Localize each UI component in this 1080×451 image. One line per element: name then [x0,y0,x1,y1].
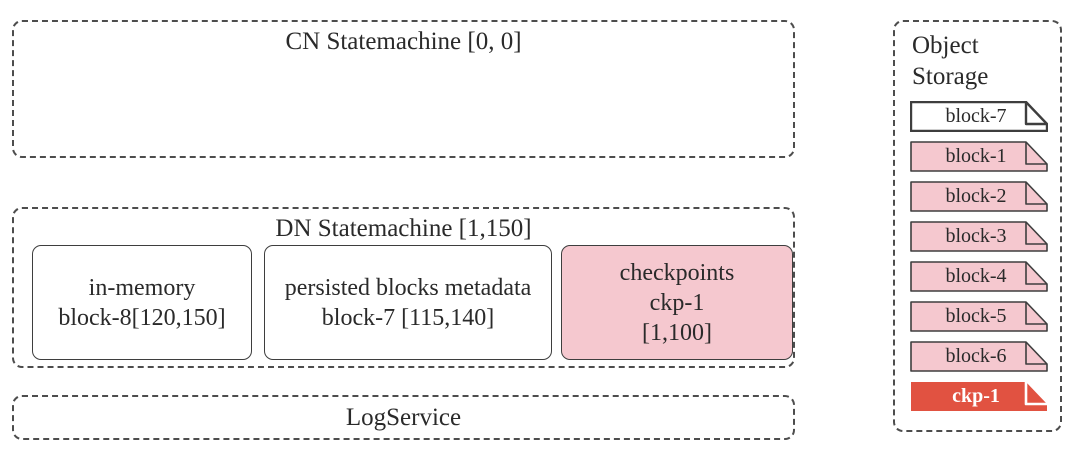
dn-statemachine-title: DN Statemachine [1,150] [275,215,532,242]
dn-statemachine-box: DN Statemachine [1,150] in-memory block-… [12,207,795,368]
document-shape-icon [911,382,1047,411]
storage-item-label: block-7 [945,105,1007,127]
object-storage-title-line1: Object [912,32,979,59]
document-shape-icon [910,101,1048,132]
storage-item-label: block-3 [945,225,1007,247]
document-shape-icon [910,221,1048,252]
storage-item-label: block-2 [945,185,1007,207]
log-service-title: LogService [345,403,462,431]
object-storage-item-list: block-7 block-1 block-2 [910,101,1048,412]
checkpoints-line2: ckp-1 [649,289,705,316]
storage-item-block-3: block-3 [910,221,1048,252]
in-memory-line1: in-memory [88,274,196,301]
document-shape-icon [910,301,1048,332]
storage-item-block-2: block-2 [910,181,1048,212]
object-storage-title-line2: Storage [912,63,989,90]
in-memory-line2: block-8[120,150] [58,304,226,331]
storage-item-block-4: block-4 [910,261,1048,292]
checkpoints-line3: [1,100] [642,319,712,346]
cn-statemachine-title: CN Statemachine [0, 0] [285,28,522,55]
storage-item-label: block-1 [945,145,1007,167]
storage-item-label: block-4 [945,265,1007,287]
log-service-box: LogService [12,395,795,440]
storage-item-block-6: block-6 [910,341,1048,372]
storage-item-label: block-6 [945,345,1007,367]
storage-item-block-5: block-5 [910,301,1048,332]
storage-item-ckp-1: ckp-1 [910,381,1048,412]
storage-item-block-1: block-1 [910,141,1048,172]
cn-statemachine-box: CN Statemachine [0, 0] [12,20,795,158]
checkpoints-line1: checkpoints [619,259,735,286]
persisted-blocks-metadata-box: persisted blocks metadata block-7 [115,1… [264,245,552,360]
document-shape-icon [910,341,1048,372]
in-memory-box: in-memory block-8[120,150] [32,245,252,360]
document-shape-icon [910,141,1048,172]
object-storage-title: Object Storage [912,30,1060,92]
storage-item-label: ckp-1 [952,385,1000,407]
persisted-line2: block-7 [115,140] [321,304,495,331]
storage-item-label: block-5 [945,305,1007,327]
object-storage-panel: Object Storage block-7 block-1 [893,20,1062,432]
document-shape-icon [910,261,1048,292]
storage-item-block-7: block-7 [910,101,1048,132]
document-shape-icon [910,181,1048,212]
checkpoints-box: checkpoints ckp-1 [1,100] [561,245,793,360]
persisted-line1: persisted blocks metadata [284,274,532,301]
